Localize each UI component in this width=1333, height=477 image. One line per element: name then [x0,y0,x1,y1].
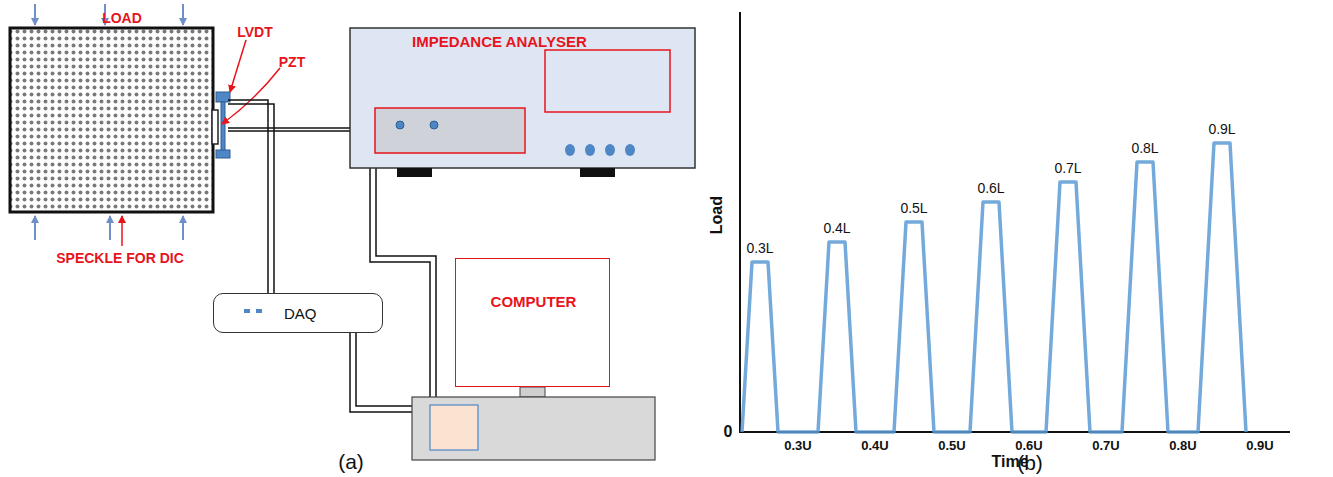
axis-tick-label: 0.5U [938,439,965,454]
analyser-body [350,28,695,168]
drawing-part [121,216,123,246]
daq-box: DAQ [213,293,383,333]
drawing-part [222,68,280,124]
axis-tick-label: 0.4U [861,439,888,454]
peak-label: 0.7L [1054,160,1081,176]
drawing-part [565,144,575,156]
specimen [10,28,213,212]
analyser-ports [396,121,438,129]
node-title: IMPEDANCE ANALYSER [412,33,587,50]
drawing-part [228,100,268,294]
drawing-part [396,121,404,129]
leader-lines [122,40,280,246]
daq-leds [244,309,262,313]
axis-tick-label: 0.7U [1092,439,1119,454]
load-label: LOAD [102,10,142,26]
peak-label: 0.9L [1208,121,1235,137]
sensor-label: LVDT [237,24,273,40]
drawing-part [34,4,36,25]
cpu-drive [430,405,478,450]
analyser-port-panel [375,108,525,153]
peak-label: 0.8L [1131,140,1158,156]
chart-axes [739,12,1290,433]
drawing-part [605,144,615,156]
peak-label: 0.6L [977,180,1004,196]
drawing-part [221,102,225,154]
drawing-part [430,121,438,129]
drawing-part [625,144,635,156]
pzt-patch [212,110,218,144]
drawing-part [585,144,595,156]
monitor-stand [520,387,545,397]
drawing-part [34,216,36,240]
drawing-part [216,92,230,102]
axis-tick-label: 0.3U [784,439,811,454]
cpu-case [412,397,655,460]
drawing-part [739,12,741,433]
drawing-part [216,150,230,158]
drawing-part [182,216,184,240]
axis-label: 0 [724,423,733,441]
axis-tick-label: 0.9U [1246,439,1273,454]
analyser-screen [545,50,670,112]
sensor-label: PZT [279,54,305,70]
drawing-part [397,168,432,177]
panel-label: (a) [338,450,364,474]
peak-label: 0.3L [746,240,773,256]
drawing-part [182,4,184,25]
drawing-part [350,332,412,412]
node-title: COMPUTER [491,293,577,310]
drawing-part [356,332,412,406]
drawing-part [580,168,615,177]
load-curve [742,143,1246,432]
drawing-part [230,40,246,92]
monitor-box: COMPUTER [455,258,610,387]
analyser-buttons [565,144,635,156]
peak-label: 0.5L [900,200,927,216]
peak-label: 0.4L [823,220,850,236]
drawing-part [244,309,250,313]
load-arrows [35,4,183,240]
node-title: DAQ [284,305,317,322]
speckle-label: SPECKLE FOR DIC [56,250,184,266]
drawing-part [370,168,430,397]
drawing-part [256,309,262,313]
analyser-feet [397,168,615,177]
drawing-part [376,168,436,397]
axis-label: Load [708,196,726,234]
drawing-part [228,104,274,294]
drawing-part [109,216,111,240]
axis-tick-label: 0.8U [1169,439,1196,454]
panel-label: (b) [1017,451,1043,475]
analyser-box: IMPEDANCE ANALYSER [350,28,695,168]
